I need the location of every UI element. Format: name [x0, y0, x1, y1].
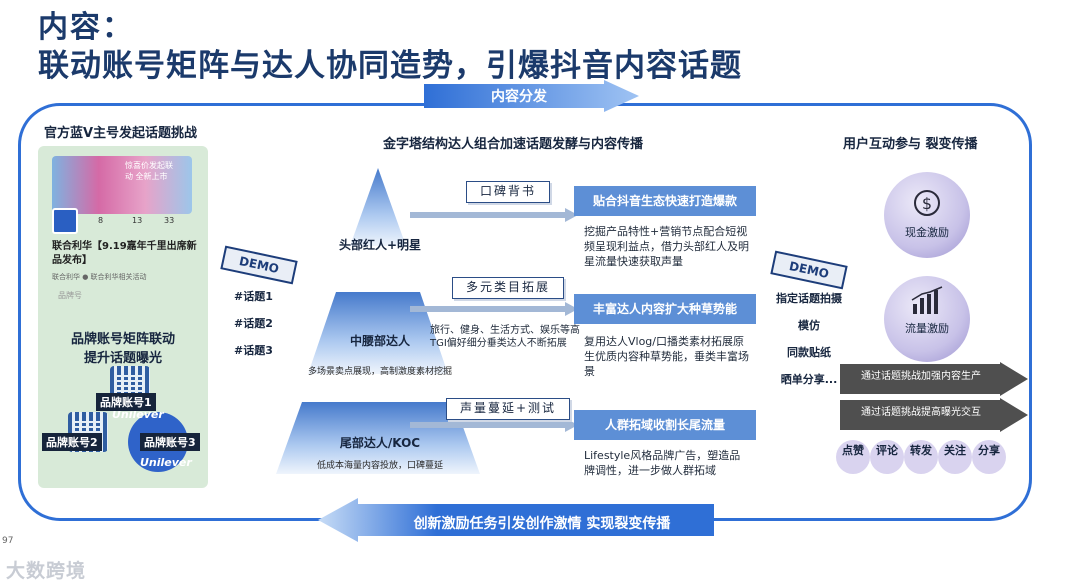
box-grass-planting: 丰富达人内容扩大种草势能 — [574, 294, 756, 324]
unilever-logo-icon — [52, 208, 78, 234]
post-subtitle: 联合利华 ● 联合利华相关活动 — [52, 273, 147, 281]
brand-account-3-tag: 品牌账号3 — [140, 433, 200, 451]
ugc-item-2: 模仿 — [798, 319, 820, 332]
stat-3: 33 — [164, 216, 175, 225]
ugc-item-4: 晒单分享... — [780, 373, 838, 386]
detail-hit-creation: 挖掘产品特性+营销节点配合短视频呈现利益点，借力头部红人及明星流量快速获取声量 — [584, 225, 749, 268]
tier-bottom-label: 尾部达人/KOC — [339, 436, 421, 450]
post-title: 联合利华【9.19嘉年千里出席新品发布】 — [52, 241, 197, 266]
traffic-incentive-circle — [884, 276, 970, 362]
detail-long-tail: Lifestyle风格品牌广告，塑造品牌调性，进一步做人群拓域 — [584, 449, 741, 477]
tag-category-expansion: 多元类目拓展 — [452, 277, 564, 299]
stat-1: 8 — [98, 216, 104, 225]
right-section-title: 用户互动参与 裂变传播 — [843, 137, 978, 152]
hashtag-1: #话题1 — [234, 290, 273, 303]
svg-text:$: $ — [922, 194, 932, 213]
banner-text: 惊喜价发起联动 全新上市 — [125, 161, 173, 181]
brand-account-2-tag: 品牌账号2 — [42, 433, 102, 451]
left-caption-line1: 品牌账号矩阵联动 — [70, 332, 175, 347]
unilever-logo-text: Unilever — [140, 456, 192, 469]
box-hit-creation: 贴合抖音生态快速打造爆款 — [574, 186, 756, 216]
stat-2: 13 — [132, 216, 143, 225]
traffic-incentive-label: 流量激励 — [905, 322, 949, 335]
page-title-prefix: 内容： — [38, 10, 134, 45]
left-section-title: 官方蓝V主号发起话题挑战 — [44, 126, 198, 141]
left-caption: 品牌账号矩阵联动 提升话题曝光 — [38, 330, 208, 368]
cash-incentive-label: 现金激励 — [905, 226, 949, 239]
bar-growth-icon — [911, 286, 943, 314]
hashtag-2: #话题2 — [234, 317, 273, 330]
dark-arrows — [840, 362, 1028, 432]
pyramid-graphic — [276, 168, 480, 474]
tier-top-label: 头部红人+明星 — [338, 238, 422, 252]
dollar-coin-icon: $ — [914, 190, 940, 216]
action-share: 分享 — [972, 440, 1006, 474]
action-comment: 评论 — [870, 440, 904, 474]
product-banner-image — [52, 156, 192, 214]
tier-mid-side-desc: 旅行、健身、生活方式、娱乐等高TGI偏好细分垂类达人不断拓展 — [430, 325, 580, 349]
bottom-feedback-arrow — [318, 498, 714, 542]
action-forward: 转发 — [904, 440, 938, 474]
post-tag: 品牌号 — [58, 291, 82, 300]
content-distribution-arrow — [424, 80, 639, 112]
tier-mid-desc: 多场景卖点展现，高制激度素材挖掘 — [307, 367, 452, 377]
arrow-exposure-interaction: 通过话题挑战提高曝光交互 — [861, 407, 981, 418]
page-title: 联动账号矩阵与达人协同造势，引爆抖音内容话题 — [38, 48, 742, 84]
tag-volume-test: 声量蔓延+测试 — [446, 398, 570, 420]
ugc-item-3: 同款贴纸 — [787, 346, 831, 359]
middle-section-title: 金字塔结构达人组合加速话题发酵与内容传播 — [383, 137, 644, 152]
tag-word-of-mouth: 口碑背书 — [466, 181, 550, 203]
brand-account-1-tag: 品牌账号1 — [96, 393, 156, 411]
hashtag-3: #话题3 — [234, 344, 273, 357]
tier-bottom-desc: 低成本海量内容投放，口碑蔓延 — [316, 461, 443, 471]
tier-mid-label: 中腰部达人 — [349, 334, 410, 348]
watermark-logo: 大数跨境 — [6, 560, 87, 582]
content-distribution-label: 内容分发 — [491, 89, 547, 105]
ugc-item-1: 指定话题拍摄 — [776, 292, 842, 305]
arrow-content-production: 通过话题挑战加强内容生产 — [861, 371, 981, 382]
bottom-feedback-label: 创新激励任务引发创作激情 实现裂变传播 — [413, 516, 671, 532]
action-follow: 关注 — [938, 440, 972, 474]
connector-arrows — [410, 208, 578, 432]
box-long-tail: 人群拓域收割长尾流量 — [574, 410, 756, 440]
action-like: 点赞 — [836, 440, 870, 474]
unilever-logo-text: Unilever — [112, 408, 164, 421]
left-caption-line2: 提升话题曝光 — [83, 351, 162, 366]
detail-grass-planting: 复用达人Vlog/口播类素材拓展原生优质内容种草势能，垂类丰富场景 — [584, 335, 749, 378]
page-number: 97 — [2, 536, 14, 546]
